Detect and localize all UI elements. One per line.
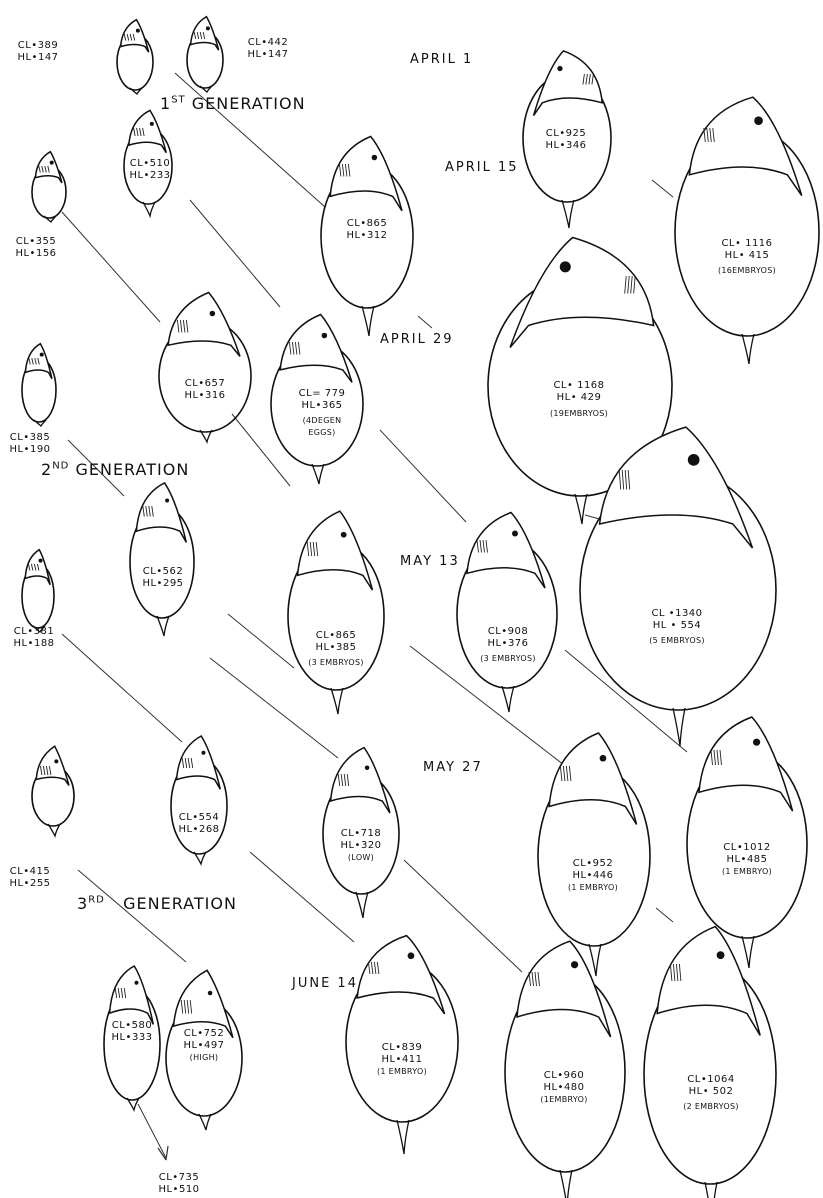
date-label-june-14: JUNE 14 (292, 976, 358, 991)
date-label-april-1: APRIL 1 (410, 52, 473, 67)
specimen-eye (201, 751, 205, 755)
specimen-helmet (36, 746, 69, 785)
generation-label-2nd: 2ND GENERATION (41, 460, 189, 479)
specimen-label: CL•580HL•333 (111, 1020, 152, 1044)
specimen-label: CL•735HL•510 (158, 1172, 199, 1196)
specimen-helmet (331, 748, 390, 813)
specimen-eye (372, 155, 378, 161)
specimen-tail-spine (362, 306, 374, 336)
growth-connector-line (565, 650, 687, 752)
specimen-eye (150, 122, 154, 126)
specimen-helmet (517, 941, 611, 1037)
specimen-eye (341, 532, 347, 538)
growth-connector-line (250, 852, 354, 942)
growth-connector-line (62, 212, 160, 322)
specimen-helmet (689, 97, 801, 195)
specimen-eye (688, 454, 700, 466)
specimen-label: CL•839HL•411(1 EMBRYO) (377, 1042, 427, 1078)
specimen-eye (600, 755, 607, 762)
specimen-label: CL•952HL•446(1 EMBRYO) (568, 858, 618, 894)
specimen-tail-spine (575, 494, 587, 524)
specimen-eye (50, 161, 54, 165)
generation-label-1st: 1ST GENERATION (160, 94, 306, 113)
specimen-eye (557, 66, 562, 71)
growth-connector-line (78, 870, 186, 962)
specimen-eye (208, 991, 213, 996)
growth-connector-line (380, 430, 466, 522)
specimen-label: CL•510HL•233 (129, 158, 170, 182)
specimen-eye (40, 353, 44, 357)
specimen-tail-spine (560, 1170, 572, 1198)
specimen-eye (560, 261, 571, 272)
specimen-eye (512, 531, 518, 537)
growth-connector-line (652, 180, 673, 197)
specimen-label: CL•718HL•320(LOW) (340, 828, 381, 864)
arrow-shaft (138, 1104, 166, 1158)
specimen-eye (322, 333, 328, 339)
specimen-helmet (298, 511, 373, 590)
specimen-eye (39, 559, 43, 563)
date-label-may-27: MAY 27 (423, 760, 483, 775)
specimen-tail-spine (742, 936, 754, 968)
specimen-eye (717, 951, 725, 959)
date-label-april-15: APRIL 15 (445, 160, 519, 175)
specimen-tail-spine (397, 1120, 409, 1154)
specimen-eye (753, 739, 760, 746)
specimen-tail-spine (742, 334, 754, 364)
date-label-may-13: MAY 13 (400, 554, 460, 569)
specimen-eye (754, 116, 763, 125)
specimen-eye (408, 952, 415, 959)
growth-connector-line (228, 614, 294, 668)
specimen-label: CL•1012HL•485(1 EMBRYO) (722, 842, 772, 878)
specimen-eye (571, 961, 578, 968)
specimen-eye (365, 765, 370, 770)
specimen-tail-spine (312, 464, 324, 484)
specimen-label: CL•908HL•376(3 EMBRYOS) (480, 626, 536, 665)
specimen-label: CL•960HL•480(1EMBRYO) (540, 1070, 587, 1106)
growth-connector-line (656, 908, 673, 922)
specimen-eye (54, 759, 58, 763)
specimen-helmet (168, 293, 240, 357)
specimen-tail-spine (673, 708, 685, 746)
specimen-eye (206, 26, 210, 30)
growth-connector-line (210, 658, 338, 758)
specimen-tail-spine (502, 686, 514, 712)
specimen-label: CL•381HL•188 (13, 626, 54, 650)
specimen-eye (210, 311, 216, 317)
specimen-label: CL•865HL•385(3 EMBRYOS) (308, 630, 364, 669)
growth-connector-line (190, 200, 280, 307)
growth-connector-line (62, 634, 182, 742)
specimen-eye (165, 499, 169, 503)
date-label-april-29: APRIL 29 (380, 332, 454, 347)
growth-connector-line (418, 316, 432, 328)
specimen-tail-spine (356, 892, 368, 918)
growth-connector-line (232, 414, 290, 486)
specimen-label: CL•355HL•156 (15, 236, 56, 260)
specimen-tail-spine (562, 200, 574, 228)
specimen-tail-spine (589, 944, 601, 976)
specimen-label: CL•442HL•147 (247, 37, 288, 61)
specimen-eye (136, 29, 140, 33)
specimen-helmet (280, 315, 352, 383)
specimen-tail-spine (157, 616, 169, 636)
specimen-eye (134, 981, 138, 985)
specimen-tail-spine (331, 688, 343, 714)
generation-label-3rd: 3RD GENERATION (77, 894, 237, 913)
specimen-label: CL= 779HL•365(4DEGENEGGS) (299, 388, 346, 439)
